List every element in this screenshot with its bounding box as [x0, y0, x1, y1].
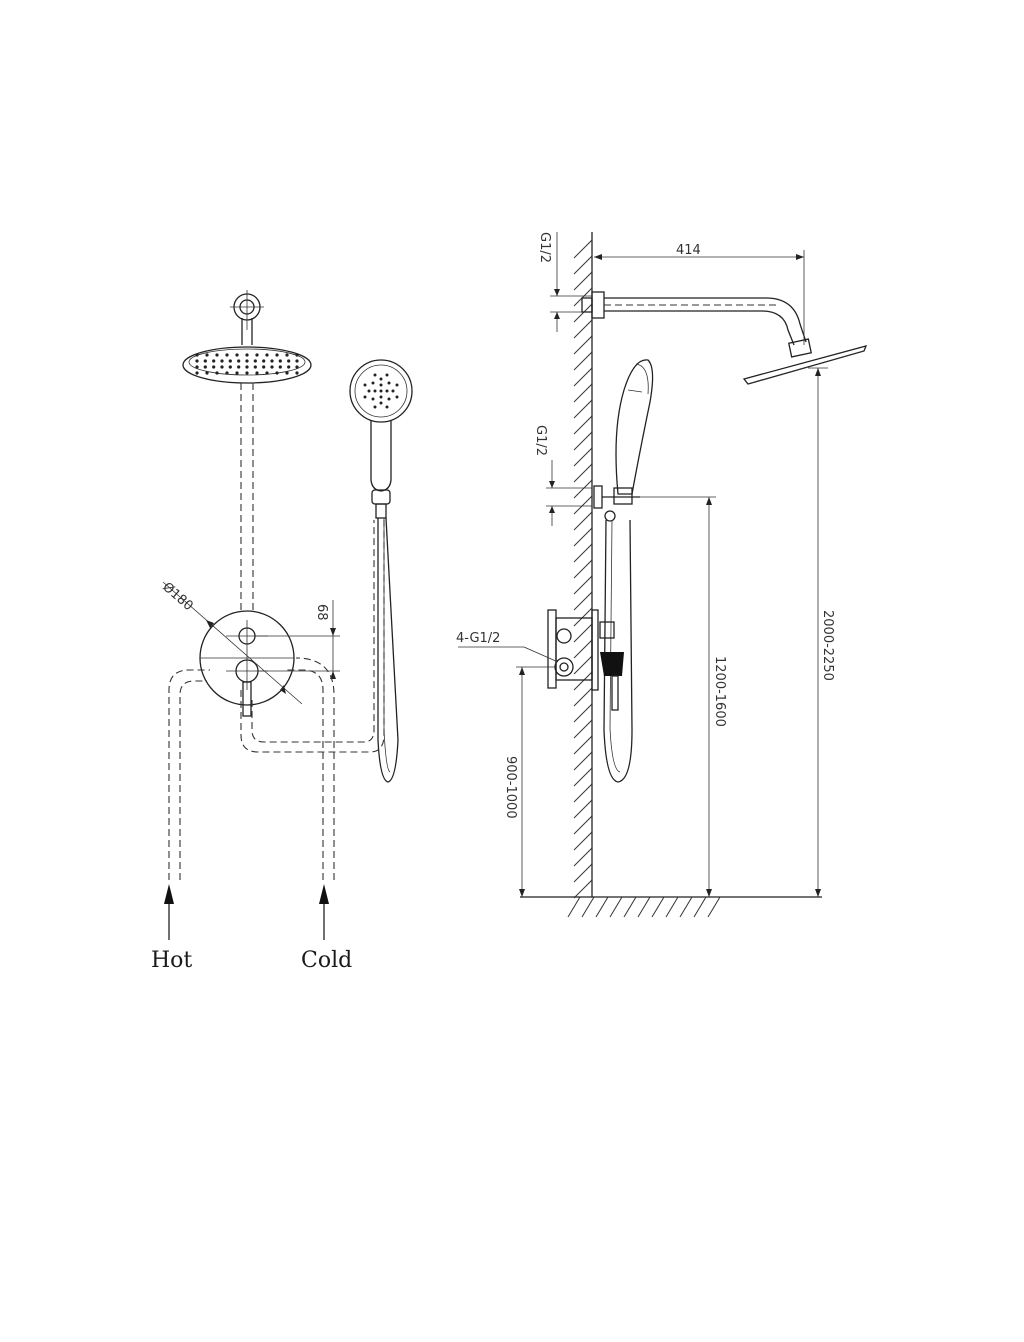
top-inlet-label: G1/2 — [537, 232, 552, 263]
holder-height-dimension: 1200-1600 — [640, 496, 727, 897]
head-height-dimension: 2000-2250 — [808, 367, 835, 897]
spacing-dimension: 68 — [255, 600, 340, 679]
front-view: Ø180 68 Hot Cold — [151, 290, 413, 973]
valve-height-label: 900-1000 — [503, 756, 518, 819]
hand-shower-front — [349, 359, 413, 783]
hot-label: Hot — [151, 948, 192, 973]
shower-arm-side — [581, 291, 813, 358]
handheld-inlet-dimension: G1/2 — [533, 425, 592, 526]
wall-section — [520, 232, 822, 918]
side-view: G1/2 414 — [456, 232, 868, 918]
rain-shower-head-front — [182, 346, 312, 384]
hand-shower-side — [593, 359, 654, 783]
cold-inlet-arrow — [319, 884, 329, 940]
arm-length-dimension: 414 — [594, 243, 805, 345]
arm-length-label: 414 — [676, 243, 701, 258]
spacing-label: 68 — [314, 604, 329, 621]
handheld-inlet-label: G1/2 — [533, 425, 548, 456]
diameter-dimension: Ø180 — [159, 580, 303, 705]
diameter-label: Ø180 — [159, 580, 195, 614]
rain-head-side — [742, 345, 868, 385]
wall-arm-flange-front — [230, 290, 264, 345]
hidden-supply-pipes — [168, 520, 385, 880]
valve-body-side — [547, 609, 624, 711]
valve-inlets-leader: 4-G1/2 — [456, 631, 559, 663]
top-inlet-dimension: G1/2 — [537, 232, 592, 332]
valve-height-dimension: 900-1000 — [503, 666, 556, 897]
head-height-label: 2000-2250 — [820, 610, 835, 681]
valve-inlets-label: 4-G1/2 — [456, 631, 500, 646]
holder-height-label: 1200-1600 — [712, 656, 727, 727]
cold-label: Cold — [301, 948, 352, 973]
mixing-valve-plate-front — [199, 610, 295, 717]
hot-inlet-arrow — [164, 884, 174, 940]
